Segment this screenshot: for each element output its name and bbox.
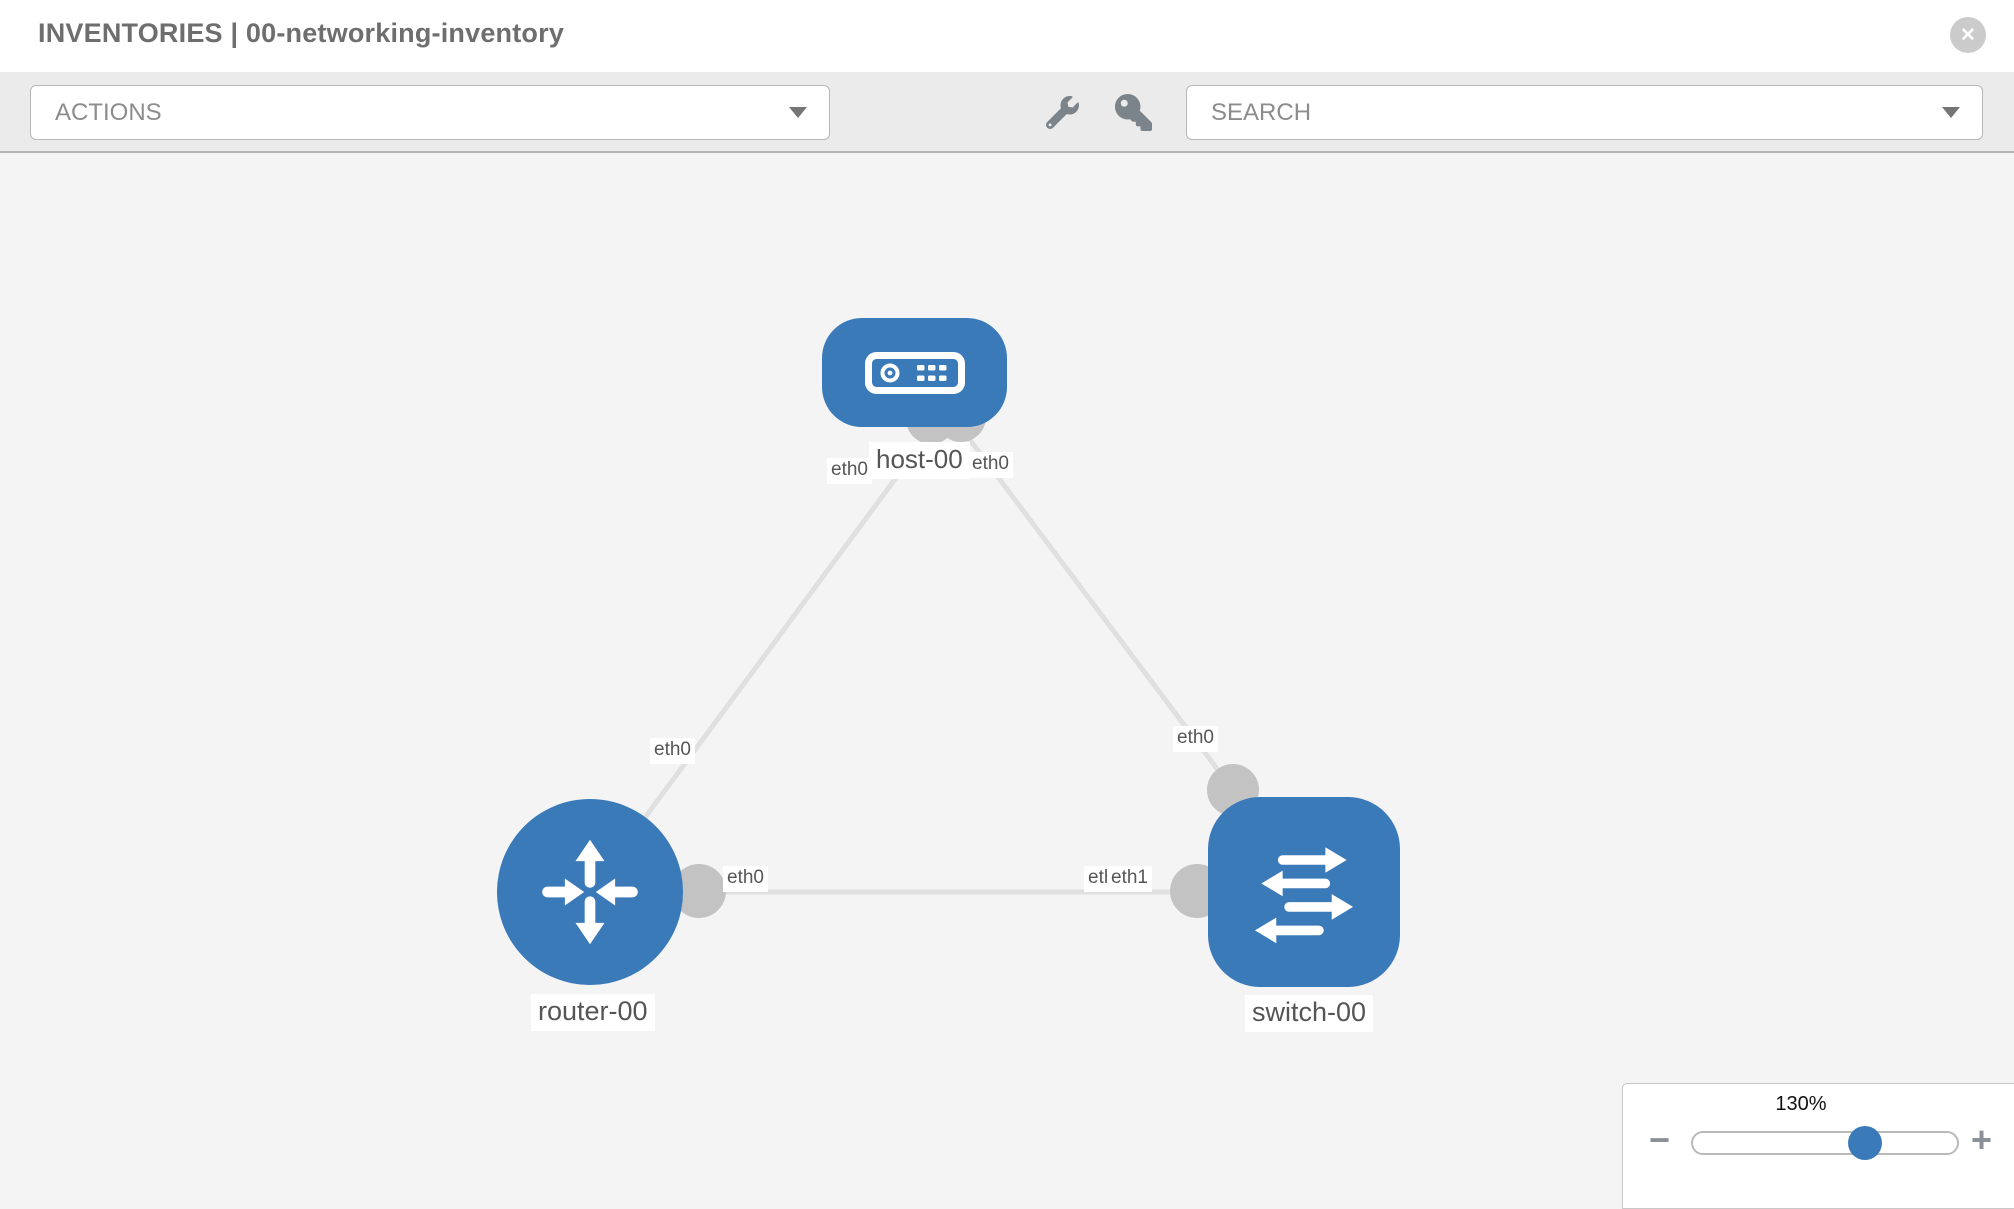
interface-label-host-eth0-left: eth0 — [827, 458, 872, 484]
zoom-control-panel: 130% − + — [1622, 1083, 2014, 1209]
switch-icon — [1254, 847, 1354, 944]
wrench-button[interactable] — [1046, 96, 1079, 129]
page-title: INVENTORIES | 00-networking-inventory — [38, 18, 565, 48]
interface-label-switch-eth1: eth1 — [1107, 866, 1152, 892]
node-label-host: host-00 — [869, 442, 970, 479]
interface-label-router-eth0-uplink: eth0 — [650, 738, 695, 764]
key-icon — [1115, 94, 1152, 131]
actions-dropdown-label: ACTIONS — [55, 98, 162, 126]
interface-label-router-eth0: eth0 — [723, 866, 768, 892]
wrench-icon — [1046, 96, 1079, 129]
node-label-switch: switch-00 — [1245, 995, 1374, 1032]
node-label-router: router-00 — [531, 994, 655, 1031]
close-button[interactable]: ✕ — [1950, 17, 1986, 53]
node-switch-00[interactable] — [1208, 797, 1400, 987]
chevron-down-icon — [789, 107, 807, 118]
search-dropdown-label: SEARCH — [1211, 98, 1312, 126]
node-host-00[interactable] — [822, 318, 1007, 427]
zoom-slider-handle[interactable] — [1848, 1126, 1882, 1160]
toolbar-tools — [1046, 72, 1152, 153]
host-icon — [864, 351, 965, 394]
zoom-level-value: 130% — [1775, 1093, 1827, 1115]
zoom-out-button[interactable]: − — [1649, 1119, 1671, 1160]
toolbar: ACTIONS SEARCH — [0, 72, 2014, 153]
zoom-in-button[interactable]: + — [1971, 1119, 1993, 1160]
search-dropdown[interactable]: SEARCH — [1186, 85, 1983, 140]
router-icon — [542, 839, 638, 945]
node-router-00[interactable] — [497, 799, 683, 985]
key-button[interactable] — [1115, 94, 1152, 131]
header: INVENTORIES | 00-networking-inventory ✕ — [0, 0, 2014, 72]
interface-label-host-eth0-right: eth0 — [968, 452, 1013, 478]
actions-dropdown[interactable]: ACTIONS — [30, 85, 830, 140]
chevron-down-icon — [1942, 107, 1960, 118]
zoom-slider-track[interactable] — [1691, 1131, 1959, 1155]
interface-label-switch-eth0: eth0 — [1173, 726, 1218, 752]
close-icon: ✕ — [1960, 24, 1976, 46]
